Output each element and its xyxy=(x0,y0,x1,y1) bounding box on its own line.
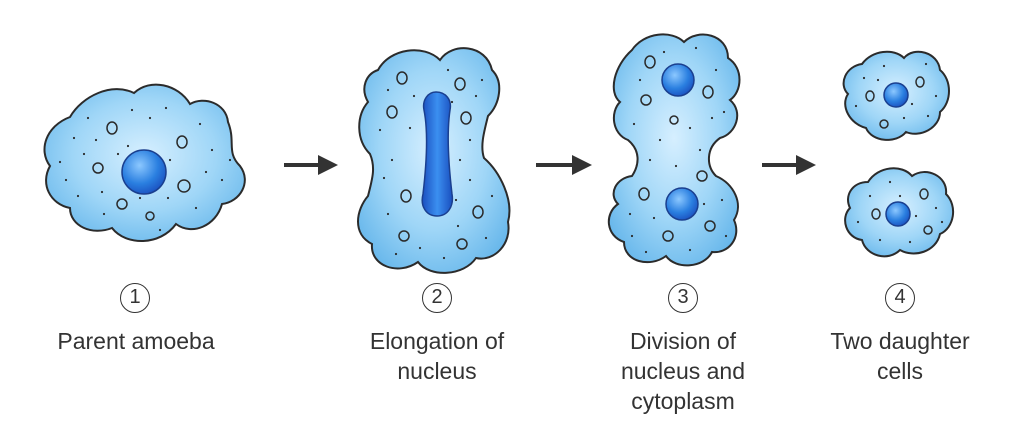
daughter-cell-bottom-granules xyxy=(856,180,944,244)
step-caption-1: Parent amoeba xyxy=(26,326,246,356)
daughter-cell-top-nucleus xyxy=(883,82,909,108)
dividing-amoeba-membrane xyxy=(608,33,741,267)
daughter-cell-bottom xyxy=(844,167,955,258)
daughter-cell-top-vacuoles xyxy=(865,76,925,129)
parent-amoeba-granules xyxy=(58,106,232,232)
step-number-2: 2 xyxy=(422,283,452,313)
step-caption-4-line-2: cells xyxy=(876,358,923,384)
daughter-cell-top xyxy=(842,50,950,141)
dividing-amoeba-vacuoles xyxy=(638,55,716,242)
step-caption-3-line-3: cytoplasm xyxy=(631,388,735,414)
step-caption-2: Elongation of nucleus xyxy=(327,326,547,386)
step-caption-3-line-2: nucleus and xyxy=(620,358,746,384)
step-caption-4: Two daughter cells xyxy=(790,326,1010,386)
arrow-right-icon xyxy=(284,155,338,175)
elongating-amoeba xyxy=(357,47,511,274)
dividing-amoeba-nucleus-bottom xyxy=(665,187,699,221)
arrow-right-icon xyxy=(762,155,816,175)
dividing-amoeba-granules xyxy=(628,46,728,254)
step-number-3: 3 xyxy=(668,283,698,313)
step-number-1: 1 xyxy=(120,283,150,313)
parent-amoeba-vacuoles xyxy=(92,121,191,221)
elongating-amoeba-vacuoles xyxy=(386,71,484,250)
step-caption-3: Division of nucleus and cytoplasm xyxy=(573,326,793,416)
dividing-amoeba-nucleus-top xyxy=(661,63,695,97)
step-caption-4-line-1: Two daughter xyxy=(830,328,970,354)
parent-amoeba-nucleus xyxy=(121,149,167,195)
elongating-amoeba-granules xyxy=(378,68,494,260)
daughter-cell-bottom-vacuoles xyxy=(871,188,933,235)
arrow-right-icon xyxy=(536,155,592,175)
step-caption-2-line-2: nucleus xyxy=(397,358,477,384)
step-caption-3-line-1: Division of xyxy=(629,328,737,354)
step-number-4: 4 xyxy=(885,283,915,313)
daughter-cell-bottom-nucleus xyxy=(885,201,911,227)
step-caption-2-line-1: Elongation of xyxy=(369,328,505,354)
dividing-amoeba xyxy=(608,33,741,267)
daughter-cell-top-granules xyxy=(854,62,938,120)
elongating-amoeba-nucleus xyxy=(421,91,454,217)
step-caption-1-line-1: Parent amoeba xyxy=(57,328,215,354)
parent-amoeba xyxy=(43,83,246,242)
